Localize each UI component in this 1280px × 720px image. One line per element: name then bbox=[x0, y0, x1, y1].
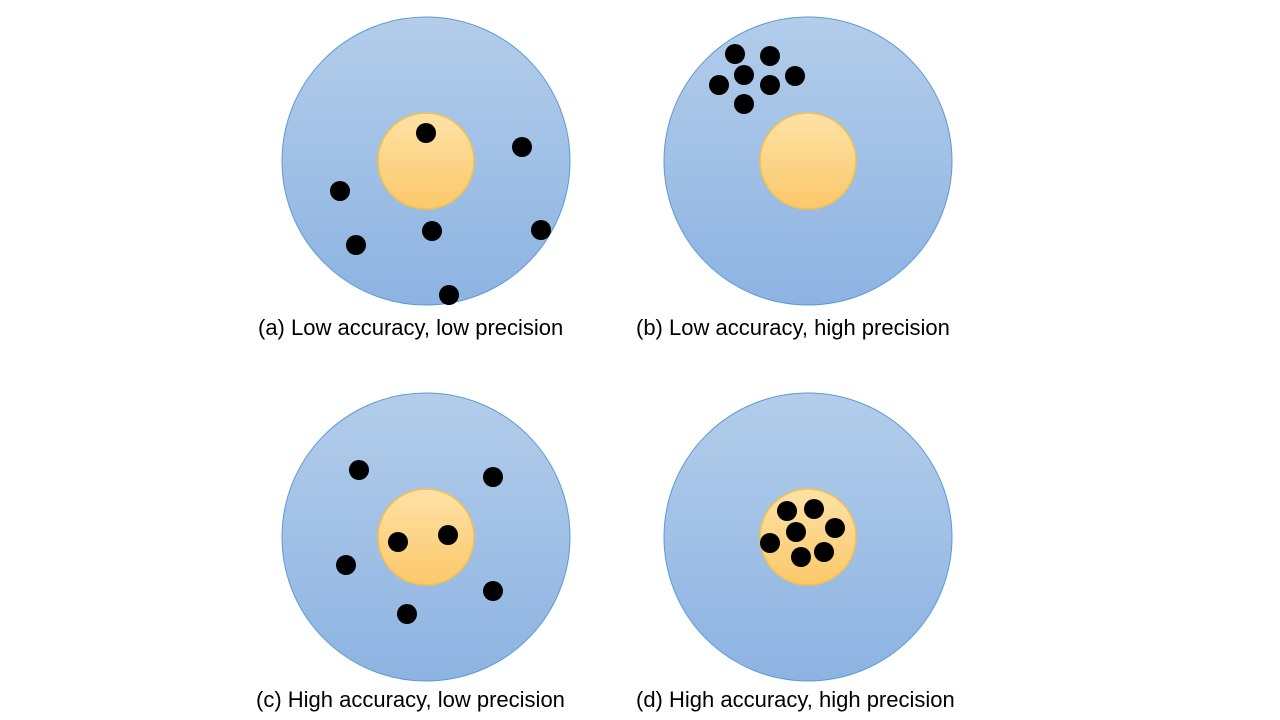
shot bbox=[804, 499, 824, 519]
panel-a-target bbox=[281, 16, 571, 306]
panel-b-bullseye bbox=[759, 112, 857, 210]
shot bbox=[336, 555, 356, 575]
shot bbox=[760, 46, 780, 66]
panel-d-shots bbox=[760, 499, 845, 567]
shot bbox=[531, 220, 551, 240]
shot bbox=[512, 137, 532, 157]
shot bbox=[439, 285, 459, 305]
panel-d-target bbox=[663, 392, 953, 682]
panel-b-shots bbox=[709, 44, 805, 114]
panel-b-target bbox=[663, 16, 953, 306]
shot bbox=[438, 525, 458, 545]
panel-c-caption: (c) High accuracy, low precision bbox=[256, 687, 565, 712]
shot bbox=[330, 181, 350, 201]
shot bbox=[422, 221, 442, 241]
shot bbox=[346, 235, 366, 255]
shot bbox=[725, 44, 745, 64]
shot bbox=[785, 66, 805, 86]
shot bbox=[483, 467, 503, 487]
panel-a-bullseye bbox=[377, 112, 475, 210]
shot bbox=[397, 604, 417, 624]
panel-c-bullseye bbox=[377, 488, 475, 586]
shot bbox=[483, 581, 503, 601]
shot bbox=[777, 501, 797, 521]
shot bbox=[791, 547, 811, 567]
panel-b-caption: (b) Low accuracy, high precision bbox=[636, 315, 950, 340]
panel-c-target bbox=[281, 392, 571, 682]
panel-c-shots bbox=[336, 460, 503, 624]
shot bbox=[760, 533, 780, 553]
shot bbox=[814, 542, 834, 562]
shot bbox=[825, 518, 845, 538]
panel-a-shots bbox=[330, 123, 551, 305]
shot bbox=[416, 123, 436, 143]
shot bbox=[388, 532, 408, 552]
shot bbox=[734, 94, 754, 114]
panel-d-caption: (d) High accuracy, high precision bbox=[636, 687, 955, 712]
panel-a-caption: (a) Low accuracy, low precision bbox=[258, 315, 564, 340]
shot bbox=[349, 460, 369, 480]
shot bbox=[734, 65, 754, 85]
shot bbox=[786, 522, 806, 542]
shot bbox=[709, 75, 729, 95]
shot bbox=[760, 75, 780, 95]
